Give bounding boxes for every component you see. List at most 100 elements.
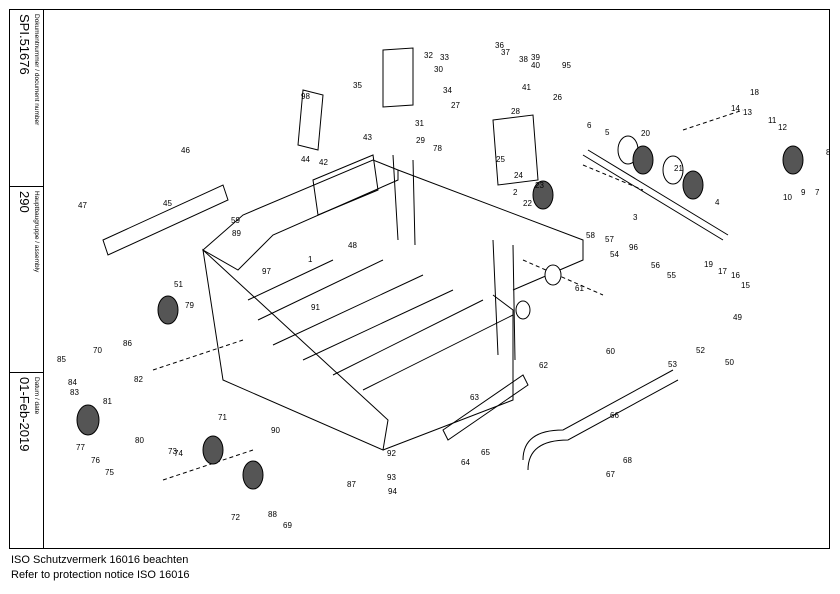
- part-label-20: 20: [641, 129, 650, 138]
- part-label-84: 84: [68, 378, 77, 387]
- plate-42: [312, 154, 379, 216]
- part-label-2: 2: [513, 188, 518, 197]
- part-label-83: 83: [70, 388, 79, 397]
- part-label-95: 95: [562, 61, 571, 70]
- part-label-48: 48: [348, 241, 357, 250]
- part-label-64: 64: [461, 458, 470, 467]
- part-label-30: 30: [434, 65, 443, 74]
- rail-45: [102, 184, 229, 256]
- doc-number: SPI.51676: [17, 14, 32, 75]
- plate-98: [297, 89, 324, 151]
- part-label-40: 40: [531, 61, 540, 70]
- part-label-63: 63: [470, 393, 479, 402]
- part-label-76: 76: [91, 456, 100, 465]
- part-label-50: 50: [725, 358, 734, 367]
- part-label-65: 65: [481, 448, 490, 457]
- title-block: SPI.51676 Dokumentnummer / document numb…: [10, 10, 44, 548]
- part-label-15: 15: [741, 281, 750, 290]
- part-label-92: 92: [387, 449, 396, 458]
- doc-number-label: Dokumentnummer / document number: [33, 14, 40, 126]
- part-label-57: 57: [605, 235, 614, 244]
- assembly-number: 290: [17, 191, 32, 213]
- part-label-81: 81: [103, 397, 112, 406]
- part-label-18: 18: [750, 88, 759, 97]
- part-label-37: 37: [501, 48, 510, 57]
- part-label-38: 38: [519, 55, 528, 64]
- part-label-67: 67: [606, 470, 615, 479]
- part-label-27: 27: [451, 101, 460, 110]
- part-label-7: 7: [815, 188, 820, 197]
- part-label-61: 61: [575, 284, 584, 293]
- part-label-24: 24: [514, 171, 523, 180]
- frame-upright-2: [492, 239, 516, 361]
- protection-notice-en: Refer to protection notice ISO 16016: [11, 569, 190, 581]
- part-label-91: 91: [311, 303, 320, 312]
- part-label-52: 52: [696, 346, 705, 355]
- part-label-28: 28: [511, 107, 520, 116]
- part-label-34: 34: [443, 86, 452, 95]
- part-label-42: 42: [319, 158, 328, 167]
- part-label-29: 29: [416, 136, 425, 145]
- date-value: 01-Feb-2019: [17, 377, 32, 452]
- part-label-96: 96: [629, 243, 638, 252]
- part-label-10: 10: [783, 193, 792, 202]
- part-label-70: 70: [93, 346, 102, 355]
- part-label-54: 54: [610, 250, 619, 259]
- part-label-75: 75: [105, 468, 114, 477]
- part-label-17: 17: [718, 267, 727, 276]
- part-label-21: 21: [674, 164, 683, 173]
- part-label-31: 31: [415, 119, 424, 128]
- part-label-12: 12: [778, 123, 787, 132]
- part-label-43: 43: [363, 133, 372, 142]
- date-label: Datum / date: [33, 377, 40, 415]
- part-label-6: 6: [587, 121, 592, 130]
- frame-side-left: [202, 248, 389, 451]
- strip-plate-64: [442, 374, 529, 441]
- part-label-59: 59: [231, 216, 240, 225]
- part-label-55: 55: [667, 271, 676, 280]
- part-label-11: 11: [768, 116, 777, 125]
- part-label-14: 14: [731, 104, 740, 113]
- part-label-9: 9: [801, 188, 806, 197]
- part-label-33: 33: [440, 53, 449, 62]
- part-label-13: 13: [743, 108, 752, 117]
- part-label-88: 88: [268, 510, 277, 519]
- part-label-41: 41: [522, 83, 531, 92]
- part-label-94: 94: [388, 487, 397, 496]
- part-label-85: 85: [57, 355, 66, 364]
- part-label-35: 35: [353, 81, 362, 90]
- part-label-22: 22: [523, 199, 532, 208]
- housing-2: [492, 114, 539, 186]
- guide-rail: [522, 369, 679, 471]
- doc-number-cell: SPI.51676 Dokumentnummer / document numb…: [10, 10, 43, 187]
- part-label-16: 16: [731, 271, 740, 280]
- date-cell: 01-Feb-2019 Datum / date: [10, 373, 43, 548]
- part-label-3: 3: [633, 213, 638, 222]
- part-label-86: 86: [123, 339, 132, 348]
- part-label-87: 87: [347, 480, 356, 489]
- part-label-90: 90: [271, 426, 280, 435]
- part-label-69: 69: [283, 521, 292, 530]
- assembly-label: Hauptbaugruppe / assembly: [33, 191, 40, 273]
- part-label-60: 60: [606, 347, 615, 356]
- part-label-25: 25: [496, 155, 505, 164]
- part-label-49: 49: [733, 313, 742, 322]
- part-label-93: 93: [387, 473, 396, 482]
- part-label-46: 46: [181, 146, 190, 155]
- part-label-44: 44: [301, 155, 310, 164]
- part-label-58: 58: [586, 231, 595, 240]
- part-label-98: 98: [301, 92, 310, 101]
- frame-upright: [392, 154, 416, 246]
- part-label-45: 45: [163, 199, 172, 208]
- part-label-32: 32: [424, 51, 433, 60]
- drawing-sheet: SPI.51676 Dokumentnummer / document numb…: [9, 9, 830, 549]
- part-label-26: 26: [553, 93, 562, 102]
- part-label-4: 4: [715, 198, 720, 207]
- part-label-1: 1: [308, 255, 313, 264]
- part-label-5: 5: [605, 128, 610, 137]
- part-label-62: 62: [539, 361, 548, 370]
- part-label-68: 68: [623, 456, 632, 465]
- part-label-89: 89: [232, 229, 241, 238]
- part-label-53: 53: [668, 360, 677, 369]
- part-label-78: 78: [433, 144, 442, 153]
